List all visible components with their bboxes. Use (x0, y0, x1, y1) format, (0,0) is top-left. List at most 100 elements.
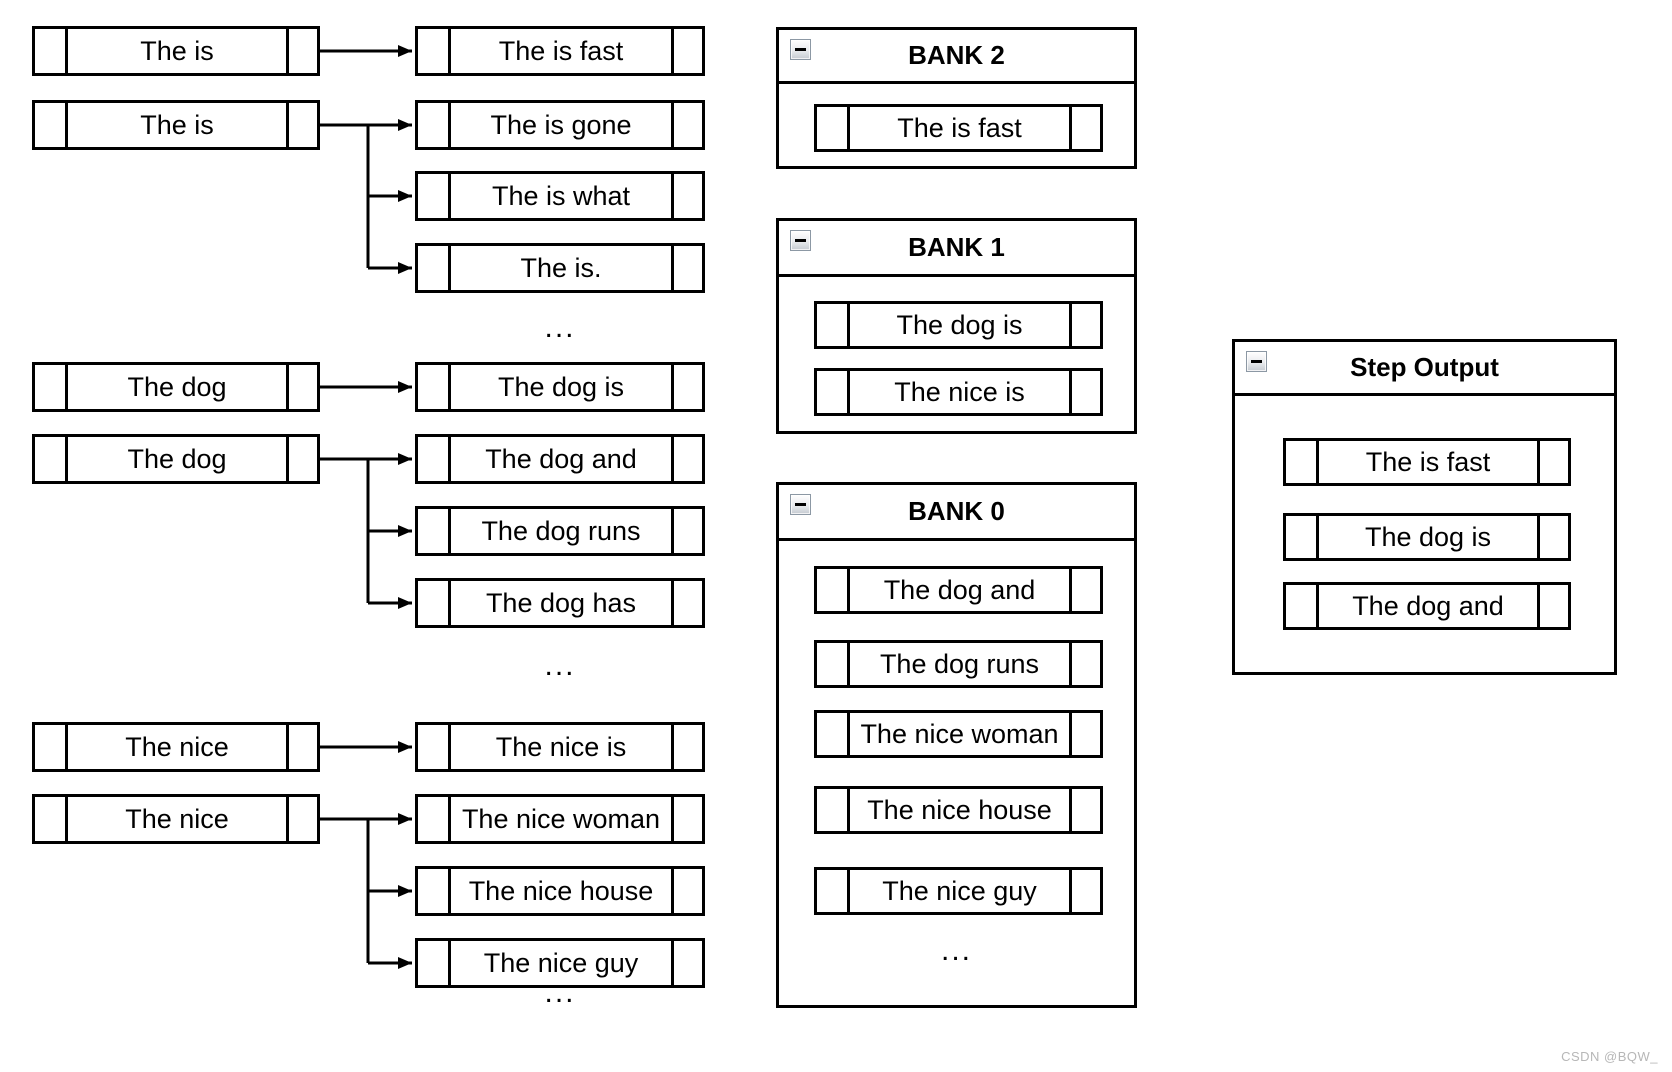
source-node-the-is-2: The is (32, 100, 320, 150)
source-node-the-nice-2: The nice (32, 794, 320, 844)
node-right-cell (671, 941, 702, 985)
node-right-cell (671, 797, 702, 841)
expansion-node-the-is-period: The is. (415, 243, 705, 293)
node-left-cell (35, 437, 68, 481)
collapse-button[interactable] (790, 39, 811, 60)
node-right-cell (671, 869, 702, 913)
node-label: The dog (127, 443, 227, 474)
expansion-node-the-dog-has: The dog has (415, 578, 705, 628)
node-label: The dog is (497, 371, 625, 402)
node-left-cell (418, 509, 451, 553)
node-right-cell (286, 103, 317, 147)
node-left-cell (418, 437, 451, 481)
node-right-cell (1537, 585, 1568, 627)
node-left-cell (418, 103, 451, 147)
node-label: The is (140, 109, 214, 140)
expansion-node-the-dog-and: The dog and (415, 434, 705, 484)
node-left-cell (1286, 516, 1319, 558)
node-left-cell (418, 941, 451, 985)
node-left-cell (35, 29, 68, 73)
node-right-cell (286, 437, 317, 481)
node-right-cell (1069, 304, 1100, 346)
output-item: The dog and (1283, 582, 1571, 630)
panel-title: BANK 2 (908, 40, 1005, 70)
node-left-cell (817, 569, 850, 611)
bank-0-panel: BANK 0 The dog and The dog runs The nice… (776, 482, 1137, 1008)
collapse-button[interactable] (1246, 351, 1267, 372)
node-label: The is what (491, 180, 631, 211)
node-left-cell (817, 107, 850, 149)
node-label: The nice guy (882, 875, 1037, 906)
bank-item: The dog is (814, 301, 1103, 349)
node-right-cell (671, 437, 702, 481)
collapse-button[interactable] (790, 230, 811, 251)
expansion-node-the-nice-guy: The nice guy (415, 938, 705, 988)
node-left-cell (35, 725, 68, 769)
expansion-node-the-is-fast: The is fast (415, 26, 705, 76)
output-item: The dog is (1283, 513, 1571, 561)
minus-icon (1251, 360, 1262, 363)
node-left-cell (817, 789, 850, 831)
bank-item: The is fast (814, 104, 1103, 152)
node-label: The dog runs (481, 515, 641, 546)
node-right-cell (1537, 441, 1568, 483)
collapse-button[interactable] (790, 494, 811, 515)
bank-item: The nice house (814, 786, 1103, 834)
bank-2-panel: BANK 2 The is fast (776, 27, 1137, 169)
node-label: The nice (125, 803, 229, 834)
node-label: The dog and (883, 574, 1036, 605)
node-label: The nice is (495, 731, 627, 762)
node-label: The dog is (896, 309, 1023, 340)
node-right-cell (1537, 516, 1568, 558)
source-node-the-nice-1: The nice (32, 722, 320, 772)
node-left-cell (418, 246, 451, 290)
node-label: The dog and (485, 443, 637, 474)
node-left-cell (817, 371, 850, 413)
source-node-the-dog-1: The dog (32, 362, 320, 412)
node-left-cell (418, 581, 451, 625)
bank-2-header: BANK 2 (779, 30, 1134, 84)
bank-item: The dog and (814, 566, 1103, 614)
node-left-cell (418, 365, 451, 409)
expansion-node-the-dog-is: The dog is (415, 362, 705, 412)
ellipsis: ... (544, 311, 576, 344)
node-right-cell (671, 174, 702, 218)
node-left-cell (35, 103, 68, 147)
output-item: The is fast (1283, 438, 1571, 486)
node-right-cell (671, 29, 702, 73)
node-label: The is gone (490, 109, 632, 140)
expansion-node-the-dog-runs: The dog runs (415, 506, 705, 556)
node-label: The nice house (867, 794, 1052, 825)
panel-title: BANK 1 (908, 232, 1005, 262)
node-label: The nice house (468, 875, 654, 906)
node-left-cell (817, 304, 850, 346)
expansion-node-the-is-what: The is what (415, 171, 705, 221)
bank-1-header: BANK 1 (779, 221, 1134, 277)
ellipsis: ... (940, 934, 972, 967)
step-output-panel: Step Output The is fast The dog is The d… (1232, 339, 1617, 675)
node-left-cell (817, 713, 850, 755)
node-right-cell (1069, 713, 1100, 755)
bank-item: The nice is (814, 368, 1103, 416)
minus-icon (795, 503, 806, 506)
node-label: The dog runs (879, 648, 1040, 679)
expansion-node-the-nice-woman: The nice woman (415, 794, 705, 844)
panel-title: BANK 0 (908, 496, 1005, 526)
watermark: CSDN @BQW_ (1561, 1049, 1658, 1064)
bank-item: The dog runs (814, 640, 1103, 688)
node-right-cell (286, 365, 317, 409)
node-left-cell (35, 797, 68, 841)
ellipsis: ... (544, 649, 576, 682)
node-right-cell (671, 581, 702, 625)
node-right-cell (1069, 789, 1100, 831)
step-output-header: Step Output (1235, 342, 1614, 396)
node-label: The dog is (1364, 521, 1492, 552)
node-left-cell (35, 365, 68, 409)
expansion-node-the-nice-is: The nice is (415, 722, 705, 772)
node-left-cell (817, 643, 850, 685)
source-node-the-is-1: The is (32, 26, 320, 76)
node-right-cell (286, 29, 317, 73)
bank-item: The nice woman (814, 710, 1103, 758)
node-right-cell (671, 509, 702, 553)
